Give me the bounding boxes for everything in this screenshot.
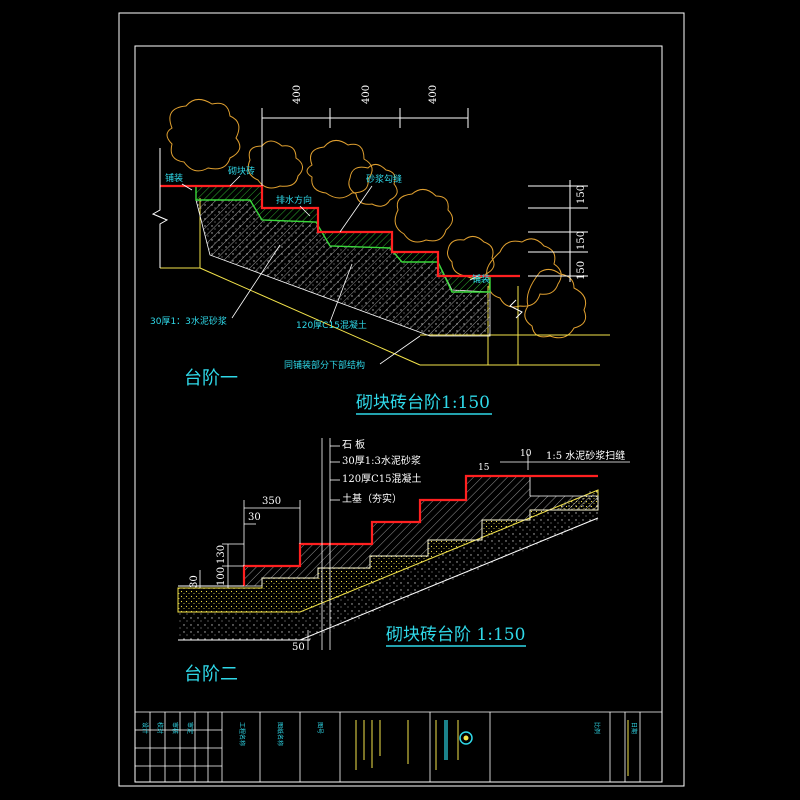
tb-cell-2: 校对 [156,722,164,734]
dims-two [199,454,630,650]
dim-top-2: 400 [361,85,372,104]
layer-leaders [321,438,340,650]
dim-10: 10 [520,449,532,459]
drawing-one-name: 台阶一 [184,368,238,389]
layer-soil: 土基（夯实） [342,492,402,505]
label-paving-left: 铺装 [165,172,183,184]
title-block [135,711,662,782]
dim-top-3: 400 [428,85,439,104]
layer-stone: 石 板 [342,438,365,451]
tb-cell-7: 图号 [316,722,323,734]
outer-frame [118,12,685,787]
dim-350: 350 [262,496,281,507]
stone-slab-edge [242,474,598,586]
layer-concrete: 120厚C15混凝土 [342,472,421,485]
dim-right-2: 150 [576,231,587,250]
label-base-note: 同铺装部分下部结构 [284,359,365,371]
drawing-one: 400 400 400 150 150 150 铺装 砌块砖 排水方向 [150,85,610,415]
dim-130: 130 [216,545,227,564]
title-block-filler [355,720,629,776]
tb-cell-3: 审核 [171,722,179,734]
dim-30-top: 30 [248,512,261,523]
drawing-two-title: 砌块砖台阶 1:150 [386,625,525,645]
drawing-two-name: 台阶二 [184,664,238,685]
tb-cell-8: 比例 [593,722,601,734]
label-drain-direction: 排水方向 [276,194,312,206]
dim-right-1: 150 [576,185,587,204]
break-line-right [509,299,523,319]
label-mortar-layer: 30厚1：3水泥砂浆 [150,315,227,327]
tb-cell-9: 日期 [630,722,638,734]
ground-slope [299,517,599,641]
inner-frame [134,45,663,783]
dim-100: 100 [216,567,227,586]
label-concrete-layer: 120厚C15混凝土 [296,319,367,331]
tb-cell-5: 工程名称 [238,722,246,746]
right-dimension [528,180,588,282]
tb-cell-4: 审定 [186,722,194,734]
concrete-dots [196,200,490,336]
label-paving-right: 铺装 [472,273,490,285]
drawing-one-title: 砌块砖台阶1:150 [356,393,490,413]
dim-50: 50 [292,642,305,653]
tb-cell-1: 设计 [141,722,149,734]
title-block-text: 设计 校对 审核 审定 工程名称 图纸名称 图号 比例 日期 [141,722,638,746]
stair-tread-edge [160,184,520,278]
tb-cell-6: 图纸名称 [276,722,284,746]
layer-mortar: 30厚1:3水泥砂浆 [342,454,421,467]
dim-15: 15 [478,463,490,473]
ground-fill [178,488,598,640]
dim-right-3: 150 [576,261,587,280]
break-line [151,148,169,268]
label-sand-fill: 砂浆勾缝 [366,173,402,185]
leader-lines [181,175,479,365]
dim-top-1: 400 [292,85,303,104]
dim-30-left: 30 [189,575,200,588]
drawing-two: 石 板 30厚1:3水泥砂浆 120厚C15混凝土 土基（夯实） 350 30 … [177,438,630,685]
top-dimension [261,108,469,186]
label-block-brick: 砌块砖 [228,165,255,177]
joint-note: 1:5 水泥砂浆扫缝 [546,449,625,462]
company-logo [444,720,473,760]
